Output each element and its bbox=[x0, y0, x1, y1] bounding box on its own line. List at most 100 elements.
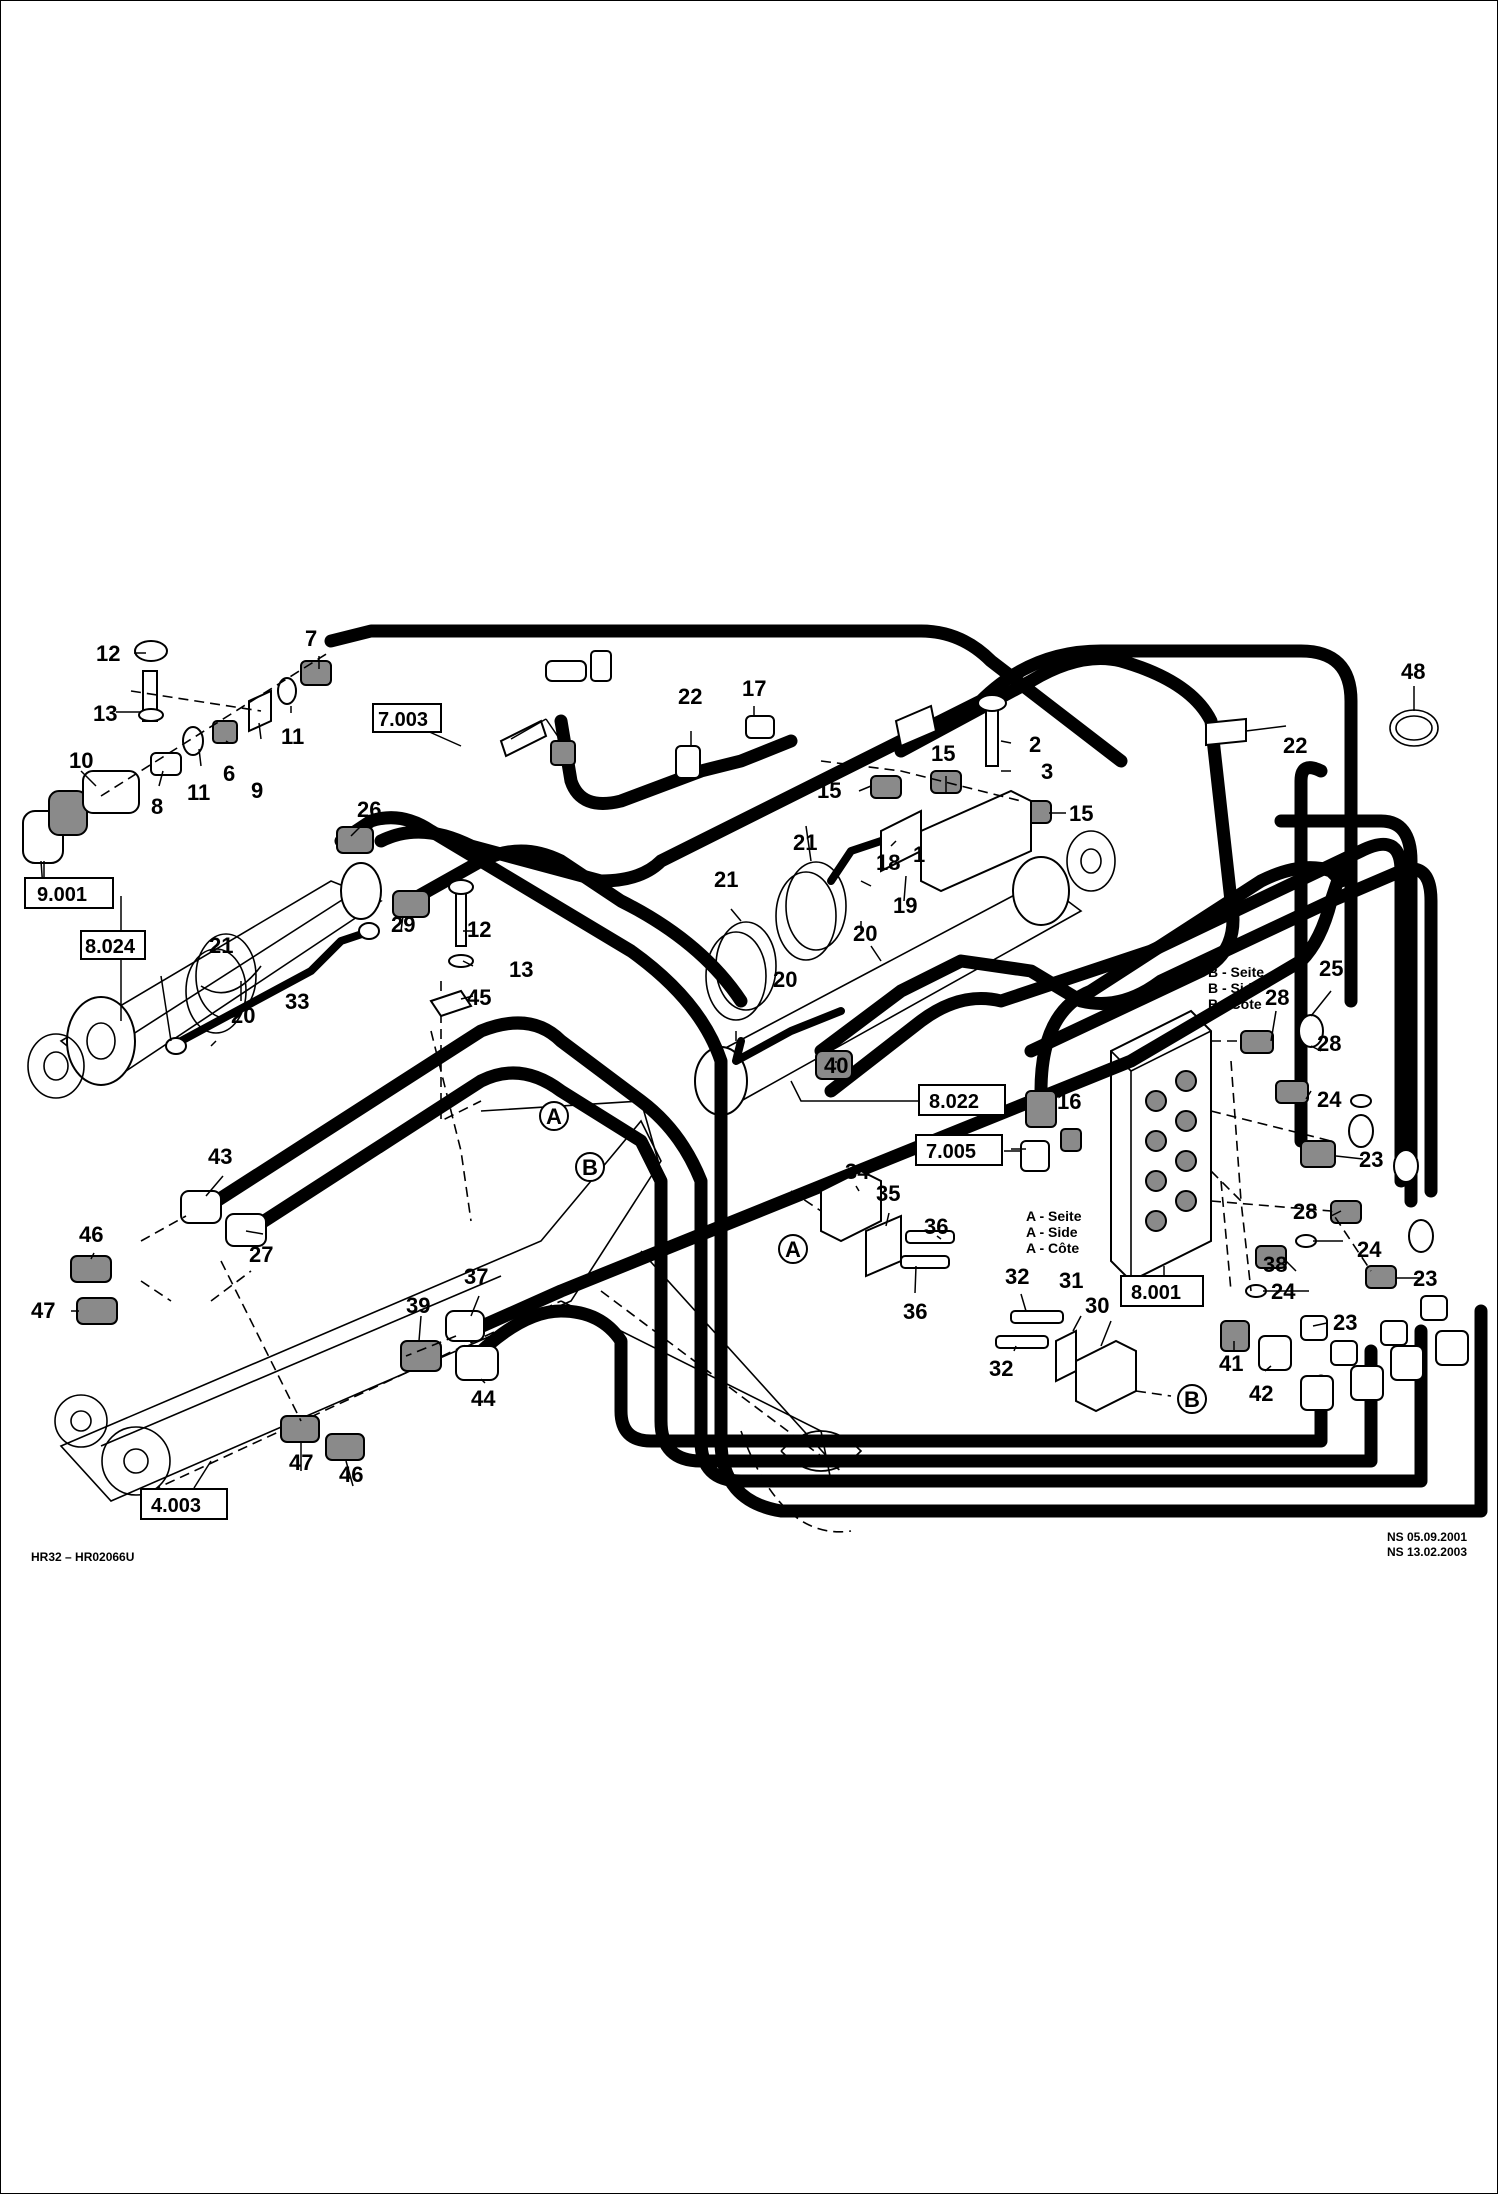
side-a-line: A - Side bbox=[1026, 1224, 1078, 1240]
callout: 22 bbox=[1283, 733, 1307, 758]
callout: 20 bbox=[231, 1003, 255, 1028]
side-notes: B - Seite B - Side B - Côte A - Seite A … bbox=[1026, 964, 1264, 1256]
callout: 18 bbox=[876, 850, 900, 875]
ref-label: 9.001 bbox=[37, 884, 87, 906]
callout: 30 bbox=[1085, 1293, 1109, 1318]
leader-lines bbox=[40, 652, 1421, 1489]
callout: 23 bbox=[1413, 1266, 1437, 1291]
callout: 45 bbox=[467, 985, 491, 1010]
callout: 44 bbox=[471, 1386, 496, 1411]
callout: 36 bbox=[903, 1299, 927, 1324]
cylinder-left bbox=[27, 862, 383, 1099]
marker-a: A bbox=[546, 1104, 562, 1129]
side-b-line: B - Côte bbox=[1208, 996, 1262, 1012]
callout: 8 bbox=[151, 794, 163, 819]
callout: 19 bbox=[893, 893, 917, 918]
callout: 15 bbox=[931, 741, 955, 766]
circle-markers: A B A B bbox=[539, 1101, 1207, 1414]
reference-boxes: 7.003 9.001 8.024 8.022 7.005 8.001 4.00… bbox=[24, 703, 1204, 1520]
side-b-line: B - Side bbox=[1208, 980, 1260, 996]
callout: 10 bbox=[69, 748, 93, 773]
callout: 33 bbox=[285, 989, 309, 1014]
callout: 47 bbox=[31, 1298, 55, 1323]
hoses bbox=[194, 624, 1488, 1518]
callout: 3 bbox=[1041, 759, 1053, 784]
ref-box[interactable] bbox=[918, 1084, 1006, 1116]
callout: 42 bbox=[1249, 1381, 1273, 1406]
callout: 41 bbox=[1219, 1351, 1243, 1376]
marker-a: A bbox=[785, 1237, 801, 1262]
cylinder-middle bbox=[694, 830, 1116, 1116]
callout: 37 bbox=[464, 1264, 488, 1289]
ref-label: 7.003 bbox=[378, 709, 428, 731]
callout: 29 bbox=[391, 912, 415, 937]
callout: 46 bbox=[339, 1462, 363, 1487]
callout: 11 bbox=[187, 780, 210, 805]
callout: 13 bbox=[509, 957, 533, 982]
marker-b: B bbox=[1184, 1387, 1200, 1412]
callout: 40 bbox=[824, 1053, 848, 1078]
callout: 25 bbox=[1319, 956, 1343, 981]
callout: 23 bbox=[1333, 1310, 1357, 1335]
date-1: NS 05.09.2001 bbox=[1387, 1530, 1467, 1544]
callout: 26 bbox=[357, 797, 381, 822]
ref-box[interactable] bbox=[24, 877, 114, 909]
callout: 23 bbox=[1359, 1147, 1383, 1172]
callout: 35 bbox=[876, 1181, 900, 1206]
callout: 15 bbox=[817, 778, 841, 803]
callout: 1 bbox=[913, 842, 925, 867]
ref-label: 8.022 bbox=[929, 1091, 979, 1113]
ref-label: 4.003 bbox=[151, 1495, 201, 1517]
callout: 28 bbox=[1317, 1031, 1341, 1056]
callout: 22 bbox=[678, 684, 702, 709]
callout: 32 bbox=[1005, 1264, 1029, 1289]
callout: 7 bbox=[305, 626, 317, 651]
callout: 36 bbox=[924, 1214, 948, 1239]
footer: HR32 – HR02066U NS 05.09.2001 NS 13.02.2… bbox=[31, 1530, 1467, 1564]
callout: 21 bbox=[209, 933, 233, 958]
ref-label: 7.005 bbox=[926, 1141, 976, 1163]
callout: 6 bbox=[223, 761, 235, 786]
callout: 34 bbox=[845, 1159, 870, 1184]
callout: 48 bbox=[1401, 659, 1425, 684]
ref-box[interactable] bbox=[140, 1488, 228, 1520]
marker-b: B bbox=[582, 1155, 598, 1180]
callout: 39 bbox=[406, 1293, 430, 1318]
callout: 21 bbox=[714, 867, 738, 892]
side-a-line: A - Seite bbox=[1026, 1208, 1082, 1224]
ref-box[interactable] bbox=[372, 703, 442, 733]
callout: 32 bbox=[989, 1356, 1013, 1381]
side-a-line: A - Côte bbox=[1026, 1240, 1079, 1256]
callout: 31 bbox=[1059, 1268, 1083, 1293]
callout: 11 bbox=[281, 724, 304, 749]
callout: 27 bbox=[249, 1242, 273, 1267]
side-b-line: B - Seite bbox=[1208, 964, 1264, 980]
callout: 46 bbox=[79, 1222, 103, 1247]
callout: 43 bbox=[208, 1144, 232, 1169]
date-2: NS 13.02.2003 bbox=[1387, 1545, 1467, 1559]
callout: 20 bbox=[773, 967, 797, 992]
callout: 24 bbox=[1271, 1279, 1296, 1304]
callout: 15 bbox=[1069, 801, 1093, 826]
ref-box[interactable] bbox=[1120, 1275, 1204, 1307]
ref-label: 8.024 bbox=[85, 936, 136, 958]
ref-box[interactable] bbox=[915, 1134, 1003, 1166]
ref-label: 8.001 bbox=[1131, 1282, 1181, 1304]
fittings bbox=[22, 640, 1469, 1461]
callout: 28 bbox=[1265, 985, 1289, 1010]
callout: 16 bbox=[1057, 1089, 1081, 1114]
control-valve-block bbox=[1110, 1009, 1212, 1283]
callout: 24 bbox=[1357, 1237, 1382, 1262]
callout: 2 bbox=[1029, 732, 1041, 757]
callout: 17 bbox=[742, 676, 766, 701]
callout: 38 bbox=[1263, 1252, 1287, 1277]
callout: 12 bbox=[96, 641, 120, 666]
callout: 20 bbox=[853, 921, 877, 946]
callout: 9 bbox=[251, 778, 263, 803]
drawing-id: HR32 – HR02066U bbox=[31, 1550, 134, 1564]
callout: 21 bbox=[793, 830, 817, 855]
callout: 24 bbox=[1317, 1087, 1342, 1112]
ref-box[interactable] bbox=[80, 930, 146, 960]
